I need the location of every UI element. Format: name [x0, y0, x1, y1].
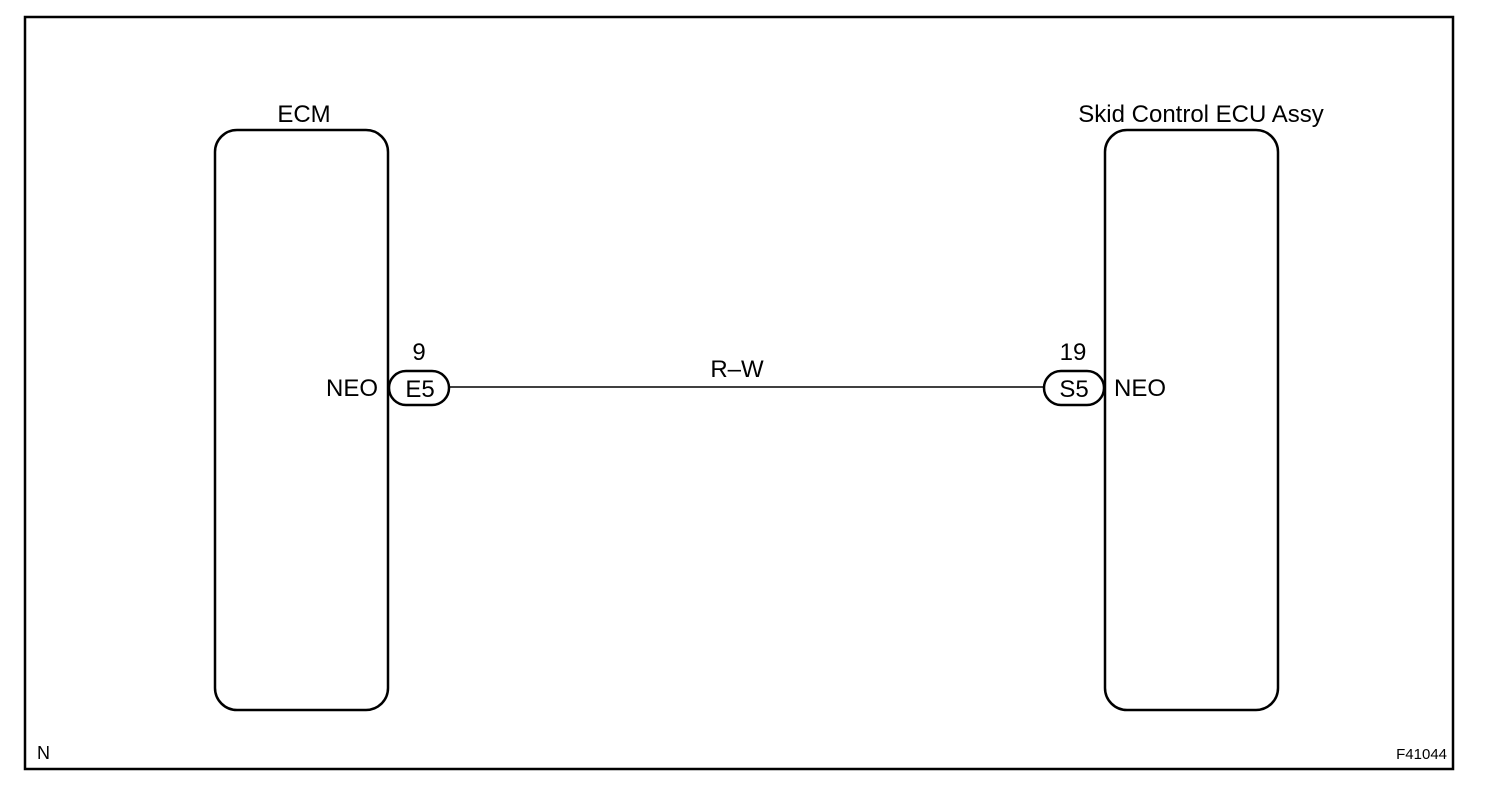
ecm-pin-number: 9 — [412, 339, 425, 366]
skid-control-ecu-label: Skid Control ECU Assy — [1078, 101, 1323, 128]
ecm-component: ECM — [213, 101, 390, 712]
skid-ecu-pin-number: 19 — [1060, 339, 1087, 366]
ecm-terminal: NEO E5 9 — [326, 339, 451, 407]
wire-color-label: R–W — [710, 356, 764, 383]
skid-control-ecu-component: Skid Control ECU Assy — [1078, 101, 1324, 712]
figure-code: F41044 — [1396, 746, 1447, 763]
skid-ecu-connector-label: S5 — [1059, 376, 1088, 403]
skid-ecu-signal-label: NEO — [1114, 375, 1166, 402]
corner-mark-left: N — [37, 743, 50, 763]
ecm-label: ECM — [277, 101, 330, 128]
skid-ecu-terminal: S5 19 NEO — [1042, 339, 1166, 407]
ecm-signal-label: NEO — [326, 375, 378, 402]
skid-ecu-connector-pill — [1042, 369, 1106, 407]
ecm-connector-label: E5 — [405, 376, 434, 403]
ecm-box — [213, 128, 390, 712]
skid-control-ecu-box — [1103, 128, 1280, 712]
diagram-frame — [23, 15, 1455, 771]
ecm-connector-pill — [387, 369, 451, 407]
